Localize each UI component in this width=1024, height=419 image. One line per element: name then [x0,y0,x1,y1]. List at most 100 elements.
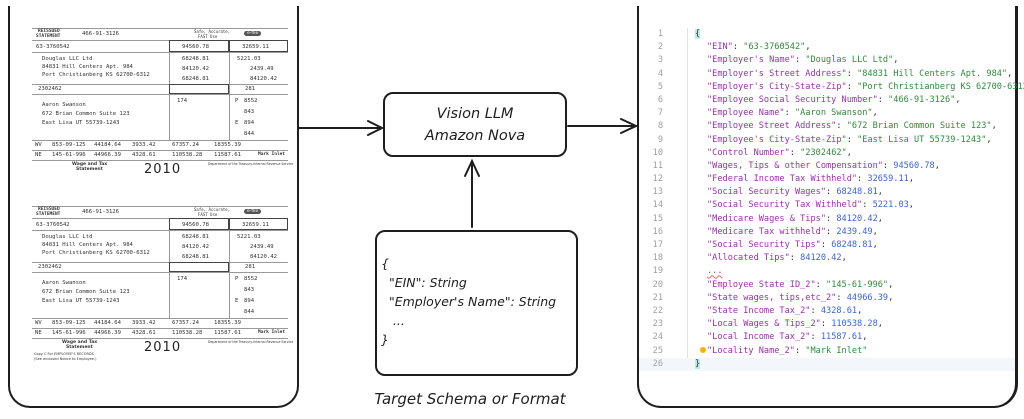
json-key: "Employer's Name" [707,55,795,66]
state-local-cell: 67357.24 [172,320,199,326]
line-content: "State wages, tips,etc_2": 44966.39, [707,292,893,305]
line-number: 11 [652,160,663,171]
json-bracket: } [695,358,701,369]
json-key: "Employee's City-State-Zip" [707,134,847,145]
line-content: "EIN": "63-3760542", [707,41,811,54]
json-key: "State Income Tax_2" [707,305,811,316]
box7-ss-tips: 68248.81 [182,76,209,82]
code-line: 26} [639,357,1015,371]
json-key: "Social Security Tips" [707,240,821,250]
line-number: 2 [657,42,663,53]
form-rule [32,262,288,263]
code-line: 18"Allocated Tips": 84120.42, [639,252,1015,265]
state-local-cell: 145-61-996 [52,152,86,158]
line-content: "Federal Income Tax Withheld": 32659.11, [707,173,914,186]
form-footer: Wage and Tax [62,340,98,345]
state-local-cell: 4328.61 [132,152,156,158]
box12-amount: 8552 [244,98,258,104]
code-line: 8"Employee Street Address": "672 Brian C… [639,120,1015,133]
indent-guide [687,28,688,371]
state-local-cell: WV [35,320,42,326]
line-number: 8 [657,121,663,132]
line-number: 24 [652,332,663,343]
comma: , [888,279,894,290]
colon: : [794,345,806,356]
code-line: 3"Employer's Name": "Douglas LLC Ltd", [639,54,1015,67]
state-local-cell: 4328.61 [132,330,156,336]
json-key: "Medicare Tax withheld" [707,226,826,237]
line-number: 17 [652,240,663,250]
json-key: "Local Income Tax_2" [707,332,811,343]
code-line: 25"Locality Name_2": "Mark Inlet" [639,345,1015,358]
code-line: 5"Employer's City-State-Zip": "Port Chri… [639,81,1024,94]
ein-value: 63-3760542 [36,222,70,228]
line-number: 1 [657,29,663,39]
line-number: 22 [652,305,663,316]
state-local-cell: 110538.28 [172,330,203,336]
json-value: 4328.61 [820,305,858,316]
line-number: 20 [652,279,663,290]
form-label: FAST Use [198,34,218,39]
code-line: 1{ [639,28,1015,41]
line-content: { [695,28,701,41]
form-rule [32,338,288,339]
box1-wages: 94560.78 [182,44,209,50]
json-value: "84831 Hill Centers Apt. 984" [857,68,1008,79]
line-number: 3 [657,55,663,66]
comma: , [893,55,899,66]
code-line: 13"Social Security Wages": 68248.81, [639,186,1015,199]
state-local-cell: WV [35,142,42,148]
comma: , [846,147,852,158]
box12-amount: 894 [244,120,255,126]
box12-code: P [235,98,239,104]
schema-line: } [381,332,389,347]
box-outline [169,84,229,94]
target-schema-box: { "EIN": String "Employer's Name": Strin… [375,230,578,376]
json-key: "Employee Street Address" [707,121,837,132]
form-title: STATEMENT [36,212,61,217]
schema-line: "EIN": String [381,275,467,290]
employer-line: Douglas LLC Ltd [42,56,93,62]
json-key: "Federal Income Tax Withheld" [707,174,858,185]
json-bracket: { [695,29,701,39]
comma: , [1007,68,1013,79]
code-line: 2 "EIN": "63-3760542", [639,41,1015,54]
irs-dept: Department of the Treasury-Internal Reve… [208,340,294,344]
line-number: 14 [652,200,663,211]
line-number: 19 [652,266,663,277]
code-line: 15"Medicare Wages & Tips": 84120.42, [639,213,1015,226]
line-content: "Social Security Tips": 68248.81, [707,239,878,252]
box12-amount: 844 [244,309,255,315]
box-outline [229,40,288,52]
box12-code: E [235,120,239,126]
colon: : [836,121,847,132]
comma: , [877,213,883,224]
json-value: 2439.49 [836,226,873,237]
code-line: 20"Employee State ID_2": "145-61-996", [639,279,1015,292]
colon: : [810,332,821,343]
copy-note: Copy C For EMPLOYEE'S RECORDS [34,352,94,356]
lightbulb-icon [700,346,706,353]
json-value: 84120.42 [800,253,842,264]
line-number: 25 [652,345,663,356]
line-content: } [695,358,701,371]
json-key: "Employer's City-State-Zip" [707,81,847,92]
schema-line: "Employer's Name": String [381,294,557,309]
form-rule [32,230,288,231]
form-title: REISSUED [38,29,60,34]
state-local-cell: 110538.28 [172,152,203,158]
line-number: 6 [657,94,663,105]
box10-value: 281 [245,264,256,270]
box7-ss-tips: 68248.81 [182,254,209,260]
employee-line: 672 Brian Common Suite 123 [42,111,130,117]
json-value: 94560.78 [893,160,935,171]
state-local-cell: NE [35,152,42,158]
state-local-cell: 853-09-125 [52,320,86,326]
json-value: "145-61-996" [826,279,889,290]
json-key: "Wages, Tips & other Compensation" [707,160,883,171]
box12-amount: 894 [244,298,255,304]
copy-note: (See enclosed Notice to Employee.) [34,357,97,361]
line-number: 16 [652,226,663,237]
json-key: "Employee State ID_2" [707,279,816,290]
